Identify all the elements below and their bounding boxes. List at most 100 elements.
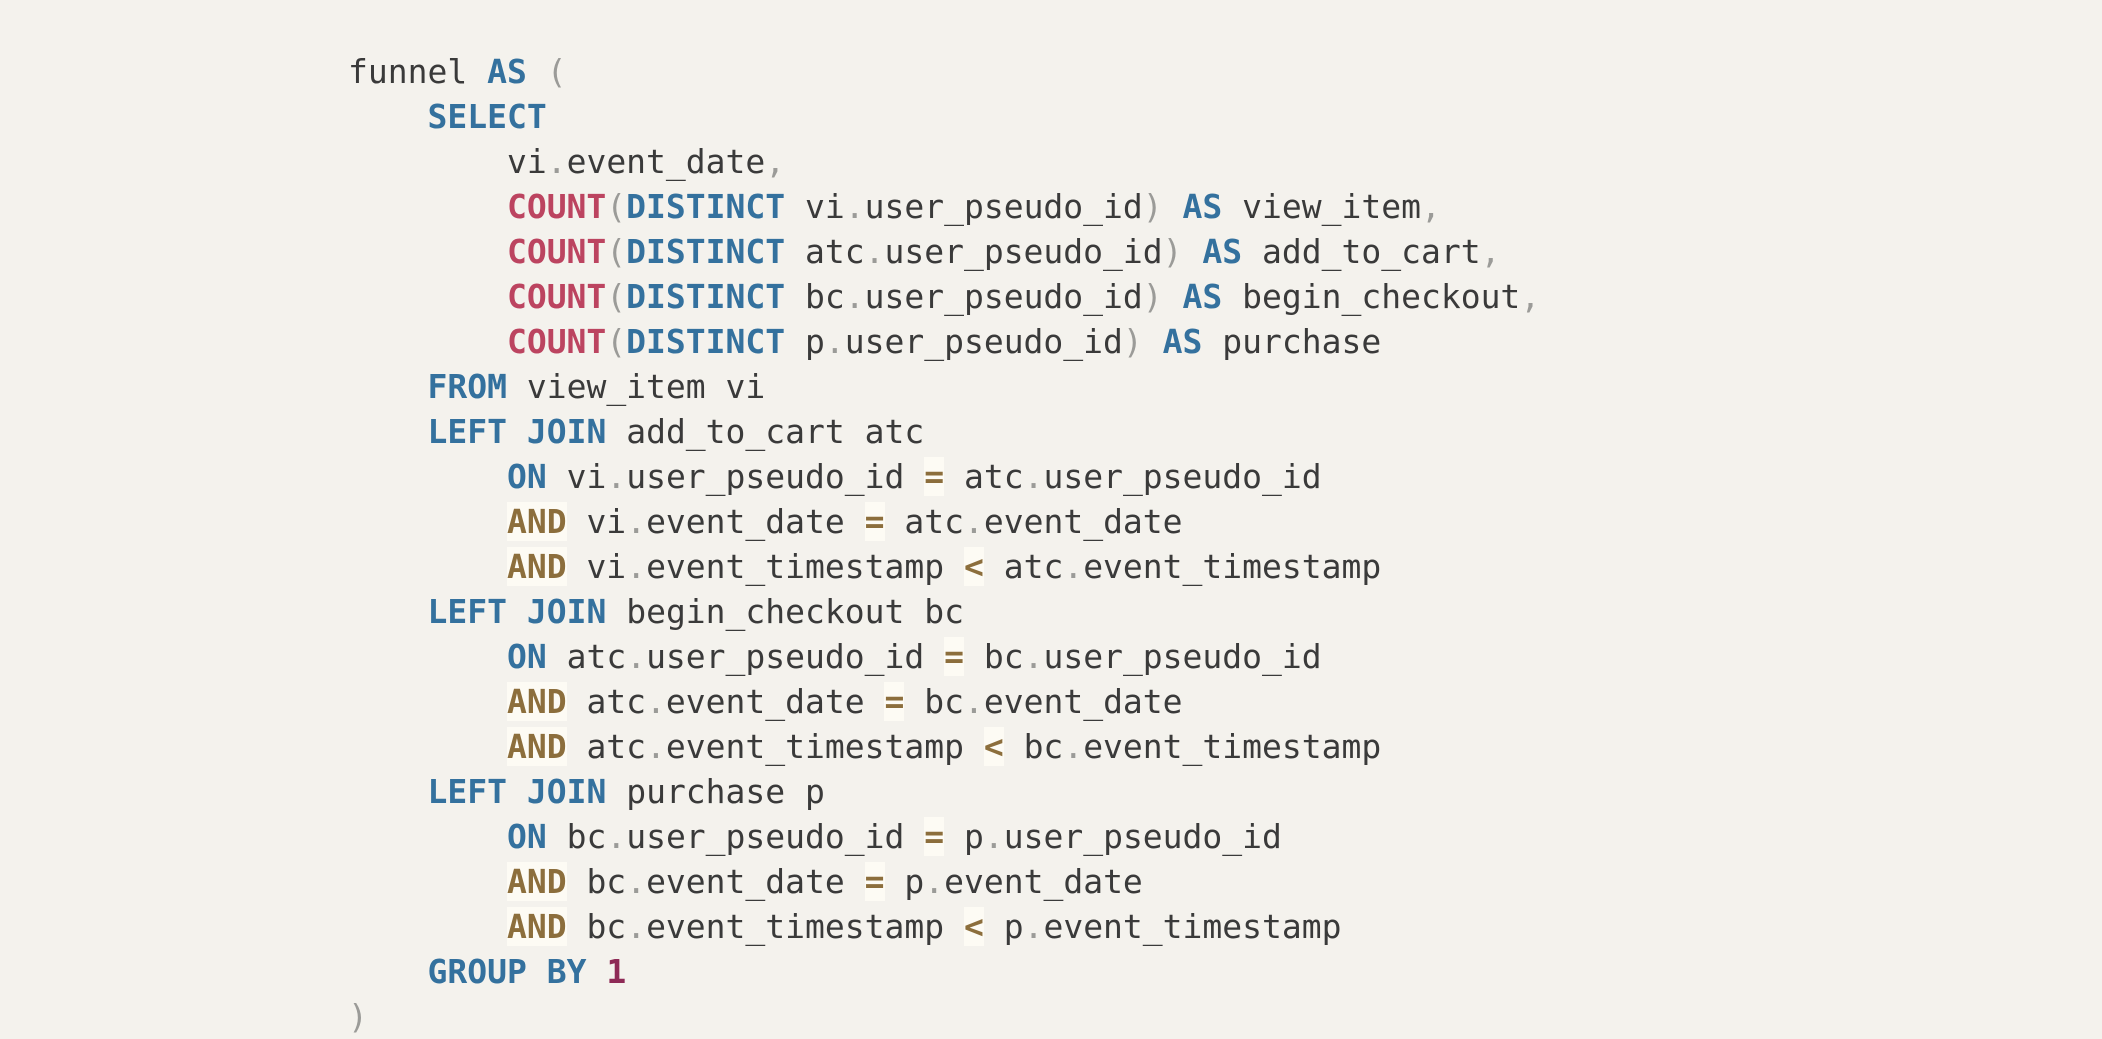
code-token-id: p <box>805 772 825 811</box>
code-token-ws <box>885 502 905 541</box>
code-token-pun: , <box>1520 277 1541 316</box>
code-token-id: event_date <box>566 142 766 181</box>
code-token-id: purchase <box>1222 322 1382 361</box>
code-token-ws <box>348 457 507 496</box>
code-token-op: = <box>924 457 945 496</box>
code-token-kw: DISTINCT <box>626 187 786 226</box>
code-token-ws <box>348 592 427 631</box>
code-token-id: user_pseudo_id <box>844 322 1123 361</box>
code-token-id: begin_checkout <box>626 592 905 631</box>
code-token-kw: AS <box>1202 232 1243 271</box>
code-token-id: vi <box>586 547 627 586</box>
sql-code-block: funnel AS ( SELECT vi.event_date, COUNT(… <box>348 49 1540 1039</box>
code-token-id: atc <box>864 412 925 451</box>
code-token-pun: . <box>864 232 885 271</box>
code-token-pun: . <box>1023 457 1044 496</box>
code-token-id: atc <box>566 637 627 676</box>
code-token-ws <box>1222 187 1242 226</box>
code-token-ws <box>964 637 984 676</box>
code-token-ws <box>885 862 905 901</box>
code-token-id: vi <box>725 367 766 406</box>
code-token-ws <box>904 457 924 496</box>
code-token-pun: ( <box>606 187 627 226</box>
code-token-op: AND <box>506 502 567 541</box>
code-token-pun: . <box>844 187 865 226</box>
code-token-ws <box>944 457 964 496</box>
code-token-id: event_date <box>944 862 1143 901</box>
code-token-ws <box>348 907 507 946</box>
code-token-id: event_date <box>665 682 865 721</box>
code-token-kw: GROUP <box>427 952 527 991</box>
code-token-op: = <box>884 682 905 721</box>
code-line: ON bc.user_pseudo_id = p.user_pseudo_id <box>348 814 1540 859</box>
code-token-pun: . <box>1023 637 1044 676</box>
code-token-ws <box>1004 727 1024 766</box>
code-line: LEFT JOIN begin_checkout bc <box>348 589 1540 634</box>
code-token-id: event_timestamp <box>646 907 945 946</box>
code-token-pun: . <box>1023 907 1044 946</box>
code-line: LEFT JOIN add_to_cart atc <box>348 409 1540 454</box>
code-token-ws <box>944 907 964 946</box>
code-token-pun: . <box>626 862 647 901</box>
code-token-id: user_pseudo_id <box>646 637 925 676</box>
code-token-ws <box>1183 232 1203 271</box>
code-token-id: user_pseudo_id <box>1043 457 1322 496</box>
code-token-kw: BY <box>546 952 587 991</box>
code-token-pun: . <box>626 907 647 946</box>
code-token-kw: AS <box>487 52 527 91</box>
code-token-ws <box>567 907 587 946</box>
code-token-id: vi <box>566 457 607 496</box>
code-token-ws <box>348 367 427 406</box>
code-token-pun: . <box>626 547 647 586</box>
code-line: COUNT(DISTINCT bc.user_pseudo_id) AS beg… <box>348 274 1540 319</box>
code-line: ) <box>348 994 1540 1039</box>
code-token-pun: ) <box>1162 232 1183 271</box>
code-token-ws <box>865 682 885 721</box>
code-token-kw: ON <box>506 457 547 496</box>
code-token-id: atc <box>805 232 865 271</box>
code-token-ws <box>527 52 547 91</box>
code-token-op: AND <box>506 907 567 946</box>
code-token-ws <box>348 682 507 721</box>
code-token-kw: LEFT <box>427 592 507 631</box>
code-token-id: event_timestamp <box>646 547 945 586</box>
code-token-pun: . <box>983 817 1004 856</box>
code-token-ws <box>547 637 567 676</box>
code-token-ws <box>845 412 865 451</box>
code-token-id: user_pseudo_id <box>626 457 905 496</box>
code-token-ws <box>904 817 924 856</box>
code-token-ws <box>348 232 507 271</box>
code-line: LEFT JOIN purchase p <box>348 769 1540 814</box>
code-token-id: begin_checkout <box>1242 277 1521 316</box>
code-token-kw: DISTINCT <box>626 232 786 271</box>
code-token-fn: COUNT <box>506 322 607 361</box>
code-token-ws <box>348 277 507 316</box>
code-token-pun: ) <box>1142 187 1163 226</box>
code-token-ws <box>785 772 805 811</box>
code-token-id: view_item <box>1242 187 1421 226</box>
code-token-ws <box>964 727 984 766</box>
code-token-ws <box>348 727 507 766</box>
code-token-ws <box>984 547 1004 586</box>
code-token-kw: DISTINCT <box>626 322 786 361</box>
code-token-ws <box>507 772 527 811</box>
code-token-pun: , <box>1480 232 1501 271</box>
code-token-id: event_date <box>983 502 1183 541</box>
code-token-id: view_item <box>526 367 706 406</box>
code-line: AND bc.event_timestamp < p.event_timesta… <box>348 904 1540 949</box>
code-token-id: user_pseudo_id <box>884 232 1163 271</box>
code-token-op: = <box>924 817 945 856</box>
code-token-pun: . <box>646 727 666 766</box>
code-token-ws <box>348 502 507 541</box>
code-token-id: event_date <box>646 862 845 901</box>
code-token-ws <box>507 367 527 406</box>
code-token-op: AND <box>506 682 567 721</box>
code-token-pun: . <box>963 502 984 541</box>
code-token-pun: , <box>765 142 786 181</box>
code-token-ws <box>567 502 587 541</box>
code-token-ws <box>507 592 527 631</box>
code-token-id: user_pseudo_id <box>864 187 1143 226</box>
code-token-kw: AS <box>1162 322 1203 361</box>
code-token-pun: . <box>844 277 865 316</box>
code-token-id: atc <box>586 727 647 766</box>
